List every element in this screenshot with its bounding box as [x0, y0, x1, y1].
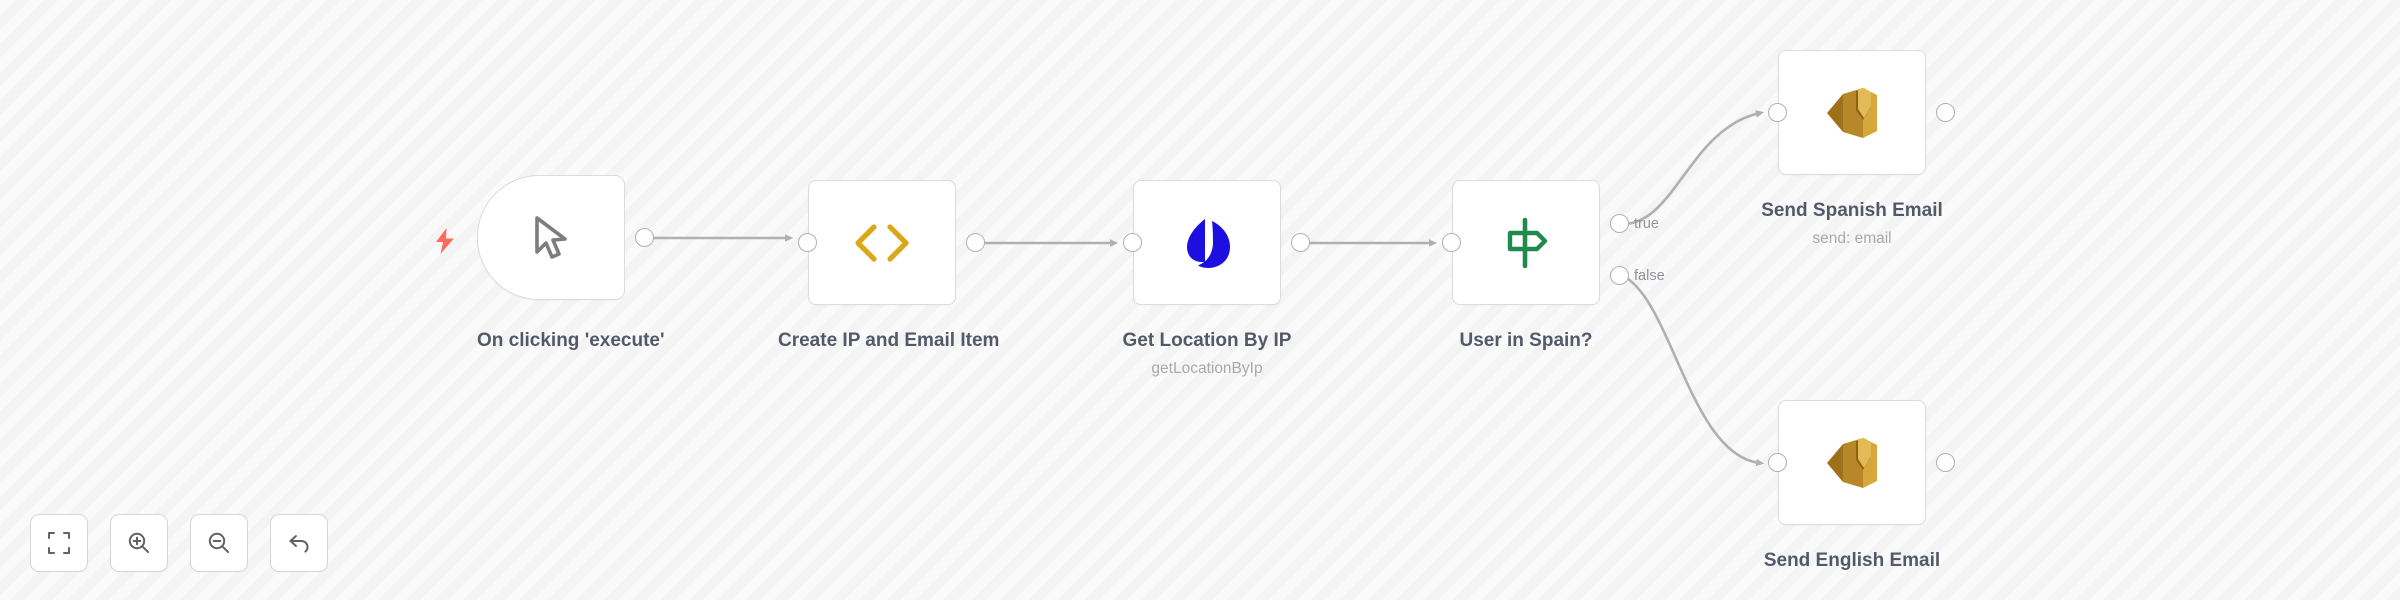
node-send-english-email[interactable] — [1778, 400, 1926, 525]
zoom-out-button[interactable] — [190, 514, 248, 572]
canvas-zoom-toolbar — [30, 514, 328, 572]
node-create-ip-and-email-item[interactable] — [808, 180, 956, 305]
zoom-to-fit-button[interactable] — [30, 514, 88, 572]
port-if-output-true[interactable] — [1610, 214, 1629, 233]
magnifier-plus-icon — [127, 531, 151, 555]
node-label-trigger: On clicking 'execute' — [477, 330, 665, 351]
ip-location-droplet-icon — [1179, 214, 1235, 272]
node-label-spanish: Send Spanish Email — [1761, 200, 1943, 221]
port-english-output[interactable] — [1936, 453, 1955, 472]
node-label-code: Create IP and Email Item — [778, 330, 1000, 351]
expand-frame-icon — [47, 531, 71, 555]
cursor-pointer-icon — [527, 212, 575, 264]
magnifier-minus-icon — [207, 531, 231, 555]
undo-arrow-icon — [287, 531, 311, 555]
node-label-location: Get Location By IP — [1122, 330, 1292, 351]
aws-ses-icon — [1823, 83, 1881, 143]
port-code-input[interactable] — [798, 233, 817, 252]
node-on-clicking-execute[interactable] — [477, 175, 625, 300]
port-spanish-output[interactable] — [1936, 103, 1955, 122]
port-trigger-output[interactable] — [635, 228, 654, 247]
node-send-spanish-email[interactable] — [1778, 50, 1926, 175]
port-if-output-false[interactable] — [1610, 266, 1629, 285]
reset-zoom-button[interactable] — [270, 514, 328, 572]
node-get-location-by-ip[interactable] — [1133, 180, 1281, 305]
node-sublabel-location: getLocationByIp — [1151, 360, 1263, 377]
signpost-icon — [1500, 216, 1552, 270]
node-sublabel-spanish: send: email — [1812, 230, 1892, 247]
port-location-input[interactable] — [1123, 233, 1142, 252]
connection-if-false-to-english — [1622, 274, 1765, 467]
branch-label-false: false — [1634, 268, 1665, 284]
aws-ses-icon — [1823, 433, 1881, 493]
node-label-english: Send English Email — [1763, 550, 1941, 571]
code-brackets-icon — [851, 220, 913, 266]
zoom-in-button[interactable] — [110, 514, 168, 572]
port-if-input[interactable] — [1442, 233, 1461, 252]
port-english-input[interactable] — [1768, 453, 1787, 472]
port-code-output[interactable] — [966, 233, 985, 252]
branch-label-true: true — [1634, 216, 1659, 232]
node-label-if: User in Spain? — [1459, 330, 1593, 351]
node-user-in-spain[interactable] — [1452, 180, 1600, 305]
port-location-output[interactable] — [1291, 233, 1310, 252]
port-spanish-input[interactable] — [1768, 103, 1787, 122]
lightning-bolt-icon — [434, 228, 456, 254]
